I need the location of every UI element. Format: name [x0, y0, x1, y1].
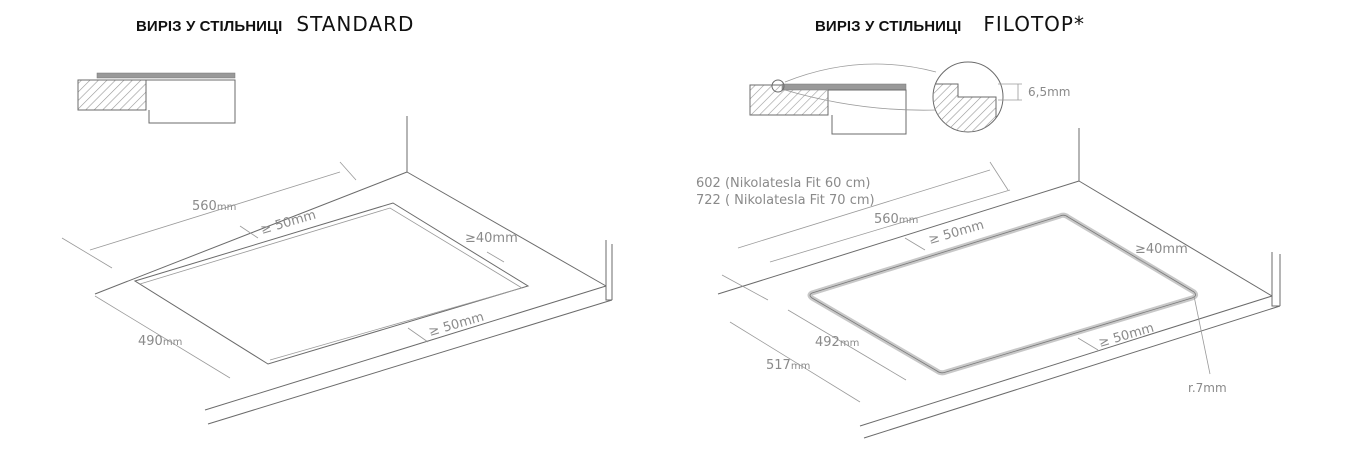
right-dimensions: [721, 161, 1211, 403]
left-title: ВИРІЗ У СТІЛЬНИЦІ STANDARD: [136, 12, 414, 36]
right-title-mode: FILOTOP*: [983, 12, 1085, 36]
left-min-front: ≥ 50mm: [427, 310, 486, 340]
right-title: ВИРІЗ У СТІЛЬНИЦІ FILOTOP*: [815, 12, 1085, 36]
right-width-value: 560mm: [874, 212, 918, 227]
left-min-back: ≥ 50mm: [259, 208, 318, 238]
left-title-mode: STANDARD: [296, 12, 415, 36]
left-dimensions: [61, 161, 505, 379]
right-step-value: 6,5mm: [1028, 85, 1070, 99]
left-width-value: 560mm: [192, 199, 236, 214]
left-depth-value: 490mm: [138, 334, 182, 349]
right-radius-value: r.7mm: [1188, 381, 1227, 395]
right-countertop: [717, 128, 1281, 439]
right-title-ua: ВИРІЗ У СТІЛЬНИЦІ: [815, 18, 962, 35]
right-depth-outer-value: 517mm: [766, 358, 810, 373]
left-cutout: [133, 202, 530, 365]
left-title-ua: ВИРІЗ У СТІЛЬНИЦІ: [136, 18, 283, 35]
right-min-side: ≥40mm: [1135, 242, 1188, 257]
right-outer-width-70: 722 ( Nikolatesla Fit 70 cm): [696, 193, 875, 208]
left-section-detail: [77, 72, 236, 124]
right-depth-inner-value: 492mm: [815, 335, 859, 350]
right-section-detail: [749, 61, 1022, 135]
right-outer-width-60: 602 (Nikolatesla Fit 60 cm): [696, 176, 870, 191]
right-cutout: [807, 212, 1199, 376]
left-min-side: ≥40mm: [465, 231, 518, 246]
